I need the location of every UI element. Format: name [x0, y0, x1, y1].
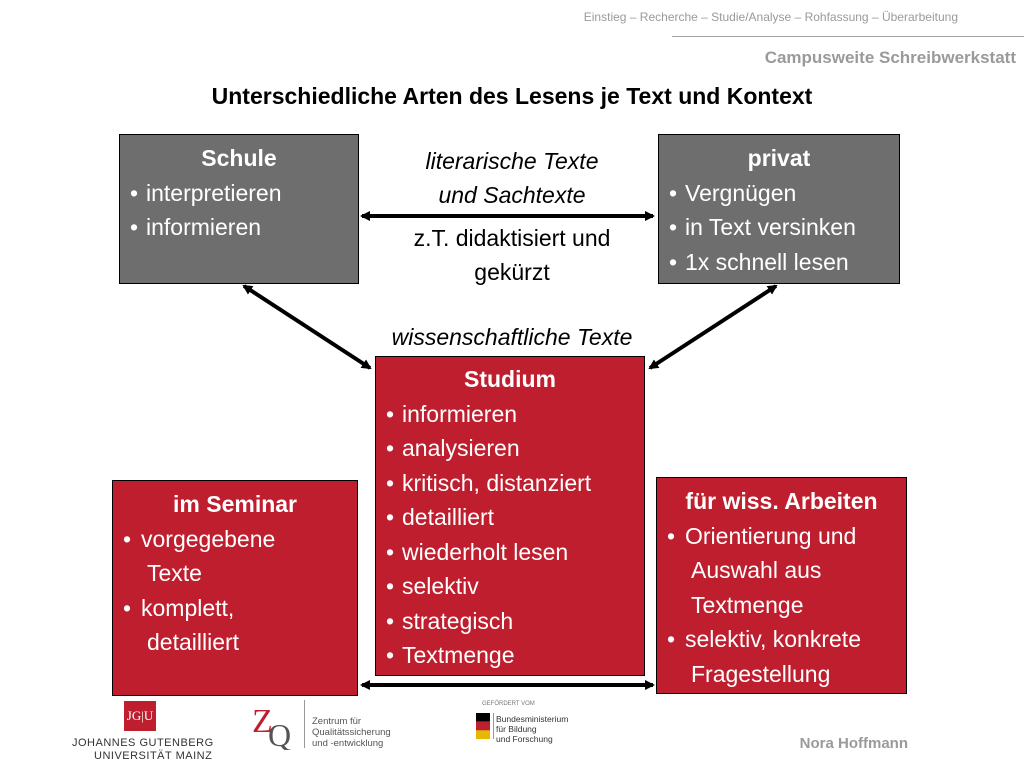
list-item: selektiv, konkrete [661, 622, 902, 657]
list-item: Textmenge [384, 638, 636, 673]
list-item: detailliert [147, 629, 240, 655]
connector-bottom-line1: z.T. didaktisiert und [413, 225, 611, 251]
connector-label-top: literarische Texte und Sachtexte [362, 144, 662, 212]
box-seminar-title: im Seminar [173, 491, 297, 517]
list-item: 1x schnell lesen [667, 245, 891, 280]
zq-logo-divider [304, 700, 305, 748]
list-item: Auswahl aus [691, 557, 822, 583]
jgu-logo-line1: JOHANNES GUTENBERG [72, 737, 214, 749]
svg-text:Q: Q [268, 717, 291, 750]
list-item: Orientierung und [661, 519, 902, 554]
box-arbeiten: für wiss. Arbeiten Orientierung und Ausw… [656, 477, 907, 694]
zq-line: Zentrum für [312, 716, 362, 727]
zq-line: und -entwicklung [312, 738, 384, 749]
bmbf-logo-text: Bundesministerium für Bildung und Forsch… [496, 714, 568, 744]
box-arbeiten-title: für wiss. Arbeiten [685, 488, 878, 514]
box-schule-title: Schule [201, 145, 277, 171]
zq-logo-icon: Z Q [252, 703, 291, 750]
list-item: informieren [128, 210, 350, 245]
bmbf-line: und Forschung [496, 734, 553, 744]
workshop-title: Campusweite Schreibwerkstatt [764, 48, 1016, 67]
list-item: informieren [384, 397, 636, 432]
slide-title: Unterschiedliche Arten des Lesens je Tex… [211, 83, 813, 109]
connector-bottom-line2: gekürzt [474, 259, 550, 285]
list-item: Vergnügen [667, 176, 891, 211]
header-divider [672, 36, 1024, 37]
list-item: interpretieren [128, 176, 350, 211]
box-arbeiten-list: Orientierung und Auswahl aus Textmenge s… [661, 519, 902, 692]
list-item: analysieren [384, 431, 636, 466]
box-privat: privat Vergnügen in Text versinken 1x sc… [658, 134, 900, 284]
list-item: detailliert [384, 500, 636, 535]
connector-label-wiss: wissenschaftliche Texte [391, 324, 633, 350]
connector-top-line2: und Sachtexte [438, 182, 586, 208]
arrow-schule-studium [242, 284, 372, 370]
breadcrumb: Einstieg – Recherche – Studie/Analyse – … [583, 10, 958, 24]
jgu-logo-line2: UNIVERSITÄT MAINZ [94, 750, 213, 762]
box-studium-list: informieren analysieren kritisch, distan… [384, 397, 636, 673]
connector-top-line1: literarische Texte [425, 148, 599, 174]
box-seminar: im Seminar vorgegebene Texte komplett, d… [112, 480, 358, 696]
list-item: Texte [147, 560, 202, 586]
list-item: kritisch, distanziert [384, 466, 636, 501]
list-item: vorgegebene [117, 522, 353, 557]
box-privat-list: Vergnügen in Text versinken 1x schnell l… [667, 176, 891, 280]
eagle-icon [476, 713, 490, 739]
box-schule: Schule interpretieren informieren [119, 134, 359, 284]
box-schule-list: interpretieren informieren [128, 176, 350, 245]
bmbf-line: Bundesministerium [496, 714, 569, 724]
list-item: strategisch [384, 604, 636, 639]
list-item: selektiv [384, 569, 636, 604]
bmbf-funded-label: GEFÖRDERT VOM [482, 701, 535, 707]
list-item: komplett, [117, 591, 353, 626]
list-item: Fragestellung [691, 660, 831, 687]
bmbf-line: für Bildung [496, 724, 537, 734]
connector-label-bottom: z.T. didaktisiert und gekürzt [362, 221, 662, 289]
box-privat-title: privat [747, 145, 811, 171]
arrow-privat-studium [648, 284, 778, 370]
author-name: Nora Hoffmann [799, 735, 908, 752]
list-item: Textmenge [691, 591, 804, 618]
box-studium: Studium informieren analysieren kritisch… [375, 356, 645, 676]
box-studium-title: Studium [464, 366, 556, 392]
bmbf-logo-divider [493, 713, 494, 739]
zq-logo-text: Zentrum für Qualitätssicherung und -entw… [312, 716, 391, 749]
zq-line: Qualitätssicherung [312, 727, 391, 738]
jgu-logo-mark: JG|U [124, 701, 156, 731]
list-item: wiederholt lesen [384, 535, 636, 570]
list-item: in Text versinken [667, 210, 891, 245]
box-seminar-list: vorgegebene Texte komplett, detailliert [117, 522, 353, 660]
svg-text:Z: Z [252, 703, 273, 740]
